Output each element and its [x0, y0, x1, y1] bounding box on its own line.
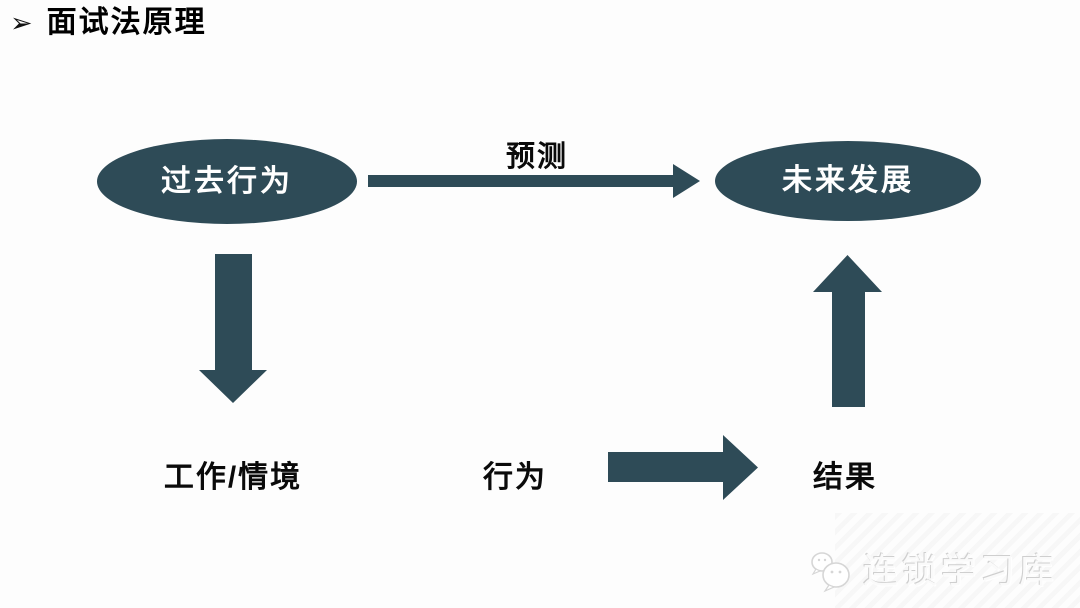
right-arrow-result-icon — [608, 435, 758, 500]
down-arrow-icon — [199, 254, 267, 403]
node-future-development: 未来发展 — [715, 141, 981, 221]
watermark-stripes — [835, 513, 1080, 608]
work-situation-label: 工作/情境 — [163, 461, 303, 494]
behavior-label: 行为 — [483, 461, 547, 494]
up-arrow-icon — [813, 255, 882, 407]
node-past-behavior-label: 过去行为 — [161, 164, 293, 198]
result-label: 结果 — [813, 461, 877, 494]
watermark-text: 连锁学习库 — [862, 551, 1058, 591]
right-arrow-predict-icon — [368, 164, 700, 198]
predict-label: 预测 — [505, 141, 568, 173]
arrow-bullet-icon: ➢ — [10, 8, 33, 38]
watermark: 连锁学习库 — [807, 548, 1058, 594]
node-future-development-label: 未来发展 — [782, 164, 914, 197]
node-past-behavior: 过去行为 — [97, 139, 357, 224]
title-row: ➢ 面试法原理 — [10, 6, 207, 39]
page-title: 面试法原理 — [46, 6, 207, 39]
wechat-icon — [811, 552, 850, 593]
